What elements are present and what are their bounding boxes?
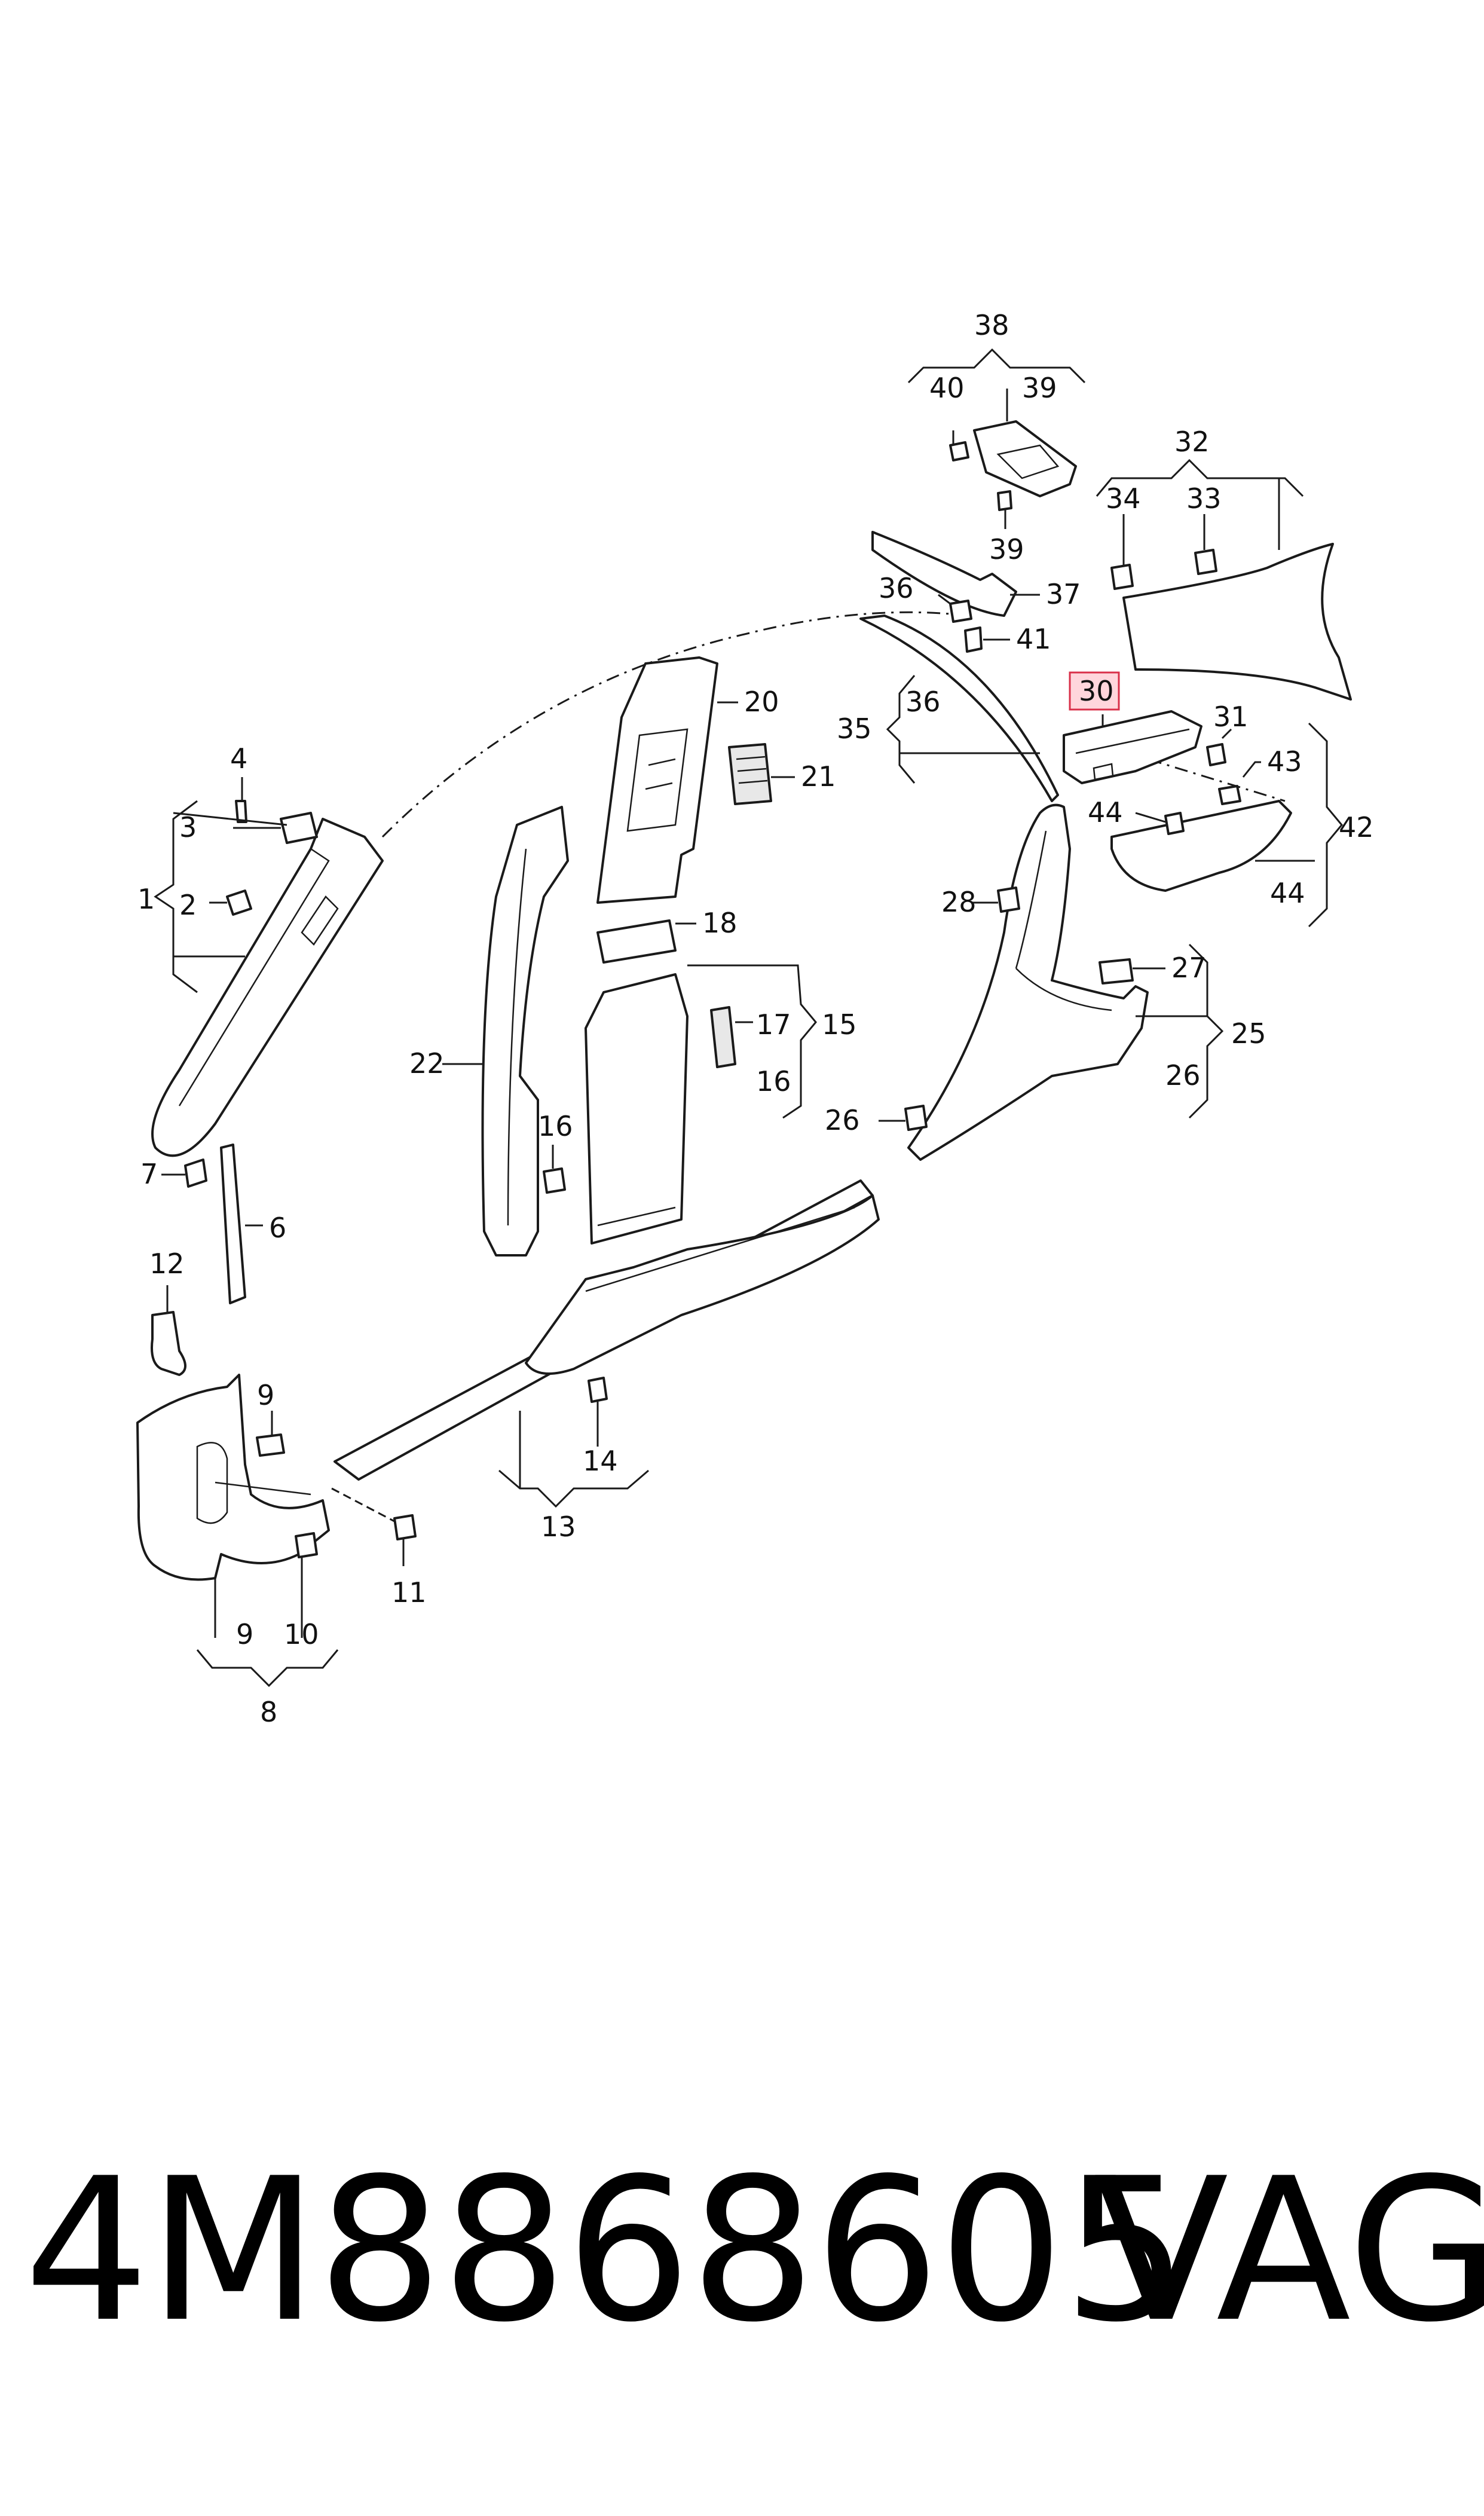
bracket-25 xyxy=(1188,943,1224,1119)
label-36-lower: 36 xyxy=(905,686,941,718)
label-39-upper: 39 xyxy=(1022,372,1057,404)
clip-part-28 xyxy=(971,886,1020,913)
label-44-right: 44 xyxy=(1270,877,1305,909)
label-4: 4 xyxy=(230,742,247,775)
label-39-lower: 39 xyxy=(989,533,1024,565)
bracket-8 xyxy=(196,1649,339,1687)
label-40: 40 xyxy=(929,372,965,404)
brand-label: VAG xyxy=(1094,2136,1484,2365)
label-25: 25 xyxy=(1231,1017,1266,1050)
bracket-32 xyxy=(1096,458,1304,497)
label-11: 11 xyxy=(391,1576,427,1609)
label-7: 7 xyxy=(140,1158,158,1190)
label-17: 17 xyxy=(756,1008,791,1041)
vent-part-21 xyxy=(728,743,795,805)
roof-rail-trim xyxy=(859,615,1059,802)
label-20: 20 xyxy=(744,686,779,718)
bracket-13 xyxy=(498,1469,649,1508)
bracket-part-18 xyxy=(596,919,696,964)
label-9-top: 9 xyxy=(257,1379,274,1411)
b-pillar-inner-trim xyxy=(481,806,569,1257)
label-41: 41 xyxy=(1016,623,1051,655)
label-38: 38 xyxy=(974,309,1009,341)
label-18: 18 xyxy=(702,907,738,939)
label-36-upper: 36 xyxy=(879,572,914,604)
clip-part-2 xyxy=(209,889,252,916)
part-30-highlight-box xyxy=(1069,671,1120,711)
screw-part-11 xyxy=(331,1487,417,1566)
label-14: 14 xyxy=(583,1445,618,1477)
rear-quarter-upper-trim xyxy=(1110,514,1352,701)
label-1: 1 xyxy=(137,883,155,915)
clip-part-26 xyxy=(879,1105,928,1131)
label-2: 2 xyxy=(179,889,197,921)
label-3: 3 xyxy=(179,811,197,843)
clip-part-3 xyxy=(233,812,318,844)
parts-exploded-diagram: 1 3 4 2 7 6 12 9 11 9 10 8 xyxy=(136,309,1374,1728)
roof-line-arc xyxy=(381,611,969,838)
clip-part-10 xyxy=(295,1532,318,1558)
label-42: 42 xyxy=(1339,811,1374,843)
label-13: 13 xyxy=(541,1511,576,1543)
label-33: 33 xyxy=(1186,482,1222,515)
rear-quarter-lower-trim xyxy=(1110,761,1315,892)
b-pillar-lower-trim xyxy=(585,973,689,1245)
label-34: 34 xyxy=(1106,482,1141,515)
bracket-42 xyxy=(1308,722,1343,928)
screw-part-4 xyxy=(235,777,247,823)
clip-part-7 xyxy=(161,1158,207,1188)
label-12: 12 xyxy=(149,1248,185,1280)
label-31: 31 xyxy=(1213,701,1249,733)
label-26-left: 26 xyxy=(825,1104,860,1136)
part-number: 4M8868605 xyxy=(24,2136,1188,2365)
bracket-35 xyxy=(886,675,916,784)
trim-part-12 xyxy=(151,1285,186,1376)
seal-strip-part-6 xyxy=(220,1144,263,1304)
bracket-15 xyxy=(687,964,817,1119)
bracket-38 xyxy=(907,348,1086,384)
label-26-right: 26 xyxy=(1165,1059,1201,1092)
a-pillar-trim xyxy=(151,818,384,1157)
label-8: 8 xyxy=(260,1696,277,1728)
b-pillar-upper-trim xyxy=(596,656,718,904)
kick-panel-trim xyxy=(136,1374,330,1581)
label-44-left: 44 xyxy=(1088,796,1123,829)
vent-part-17 xyxy=(710,1006,753,1068)
screw-part-31 xyxy=(1206,728,1232,766)
label-16-left: 16 xyxy=(538,1110,573,1142)
label-35: 35 xyxy=(837,713,872,745)
sill-scuff-plate xyxy=(333,1179,880,1481)
c-pillar-trim xyxy=(907,803,1165,1161)
label-22: 22 xyxy=(409,1047,445,1080)
clip-part-16 xyxy=(543,1145,566,1194)
label-37: 37 xyxy=(1046,578,1081,610)
label-30: 30 xyxy=(1079,675,1114,707)
label-15: 15 xyxy=(822,1008,857,1041)
clip-part-14 xyxy=(588,1377,608,1447)
label-21: 21 xyxy=(801,760,836,793)
label-28: 28 xyxy=(941,886,977,918)
bracket-1 xyxy=(154,800,198,993)
roof-bracket-assembly xyxy=(871,531,1040,653)
label-32: 32 xyxy=(1174,426,1210,458)
grab-handle-bracket xyxy=(949,389,1077,529)
trim-part-30 xyxy=(1063,710,1203,784)
label-6: 6 xyxy=(269,1212,286,1244)
clip-part-9 xyxy=(256,1411,285,1457)
label-16-right: 16 xyxy=(756,1065,791,1097)
label-10: 10 xyxy=(284,1618,319,1650)
label-27: 27 xyxy=(1171,952,1207,984)
label-9-bottom: 9 xyxy=(236,1618,253,1650)
label-43: 43 xyxy=(1267,745,1302,778)
